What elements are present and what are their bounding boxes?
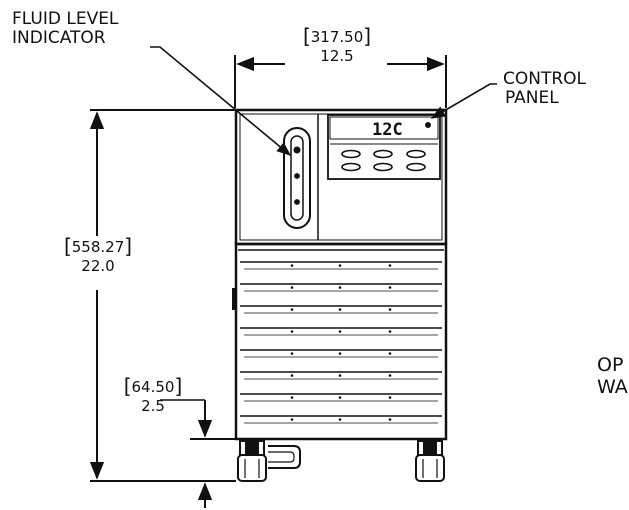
- drain-pipe-inner: [268, 451, 295, 463]
- control-panel-label-line2: PANEL: [505, 88, 559, 108]
- height-mm-value: 558.27: [71, 238, 125, 256]
- control-display-window: [329, 116, 439, 140]
- grille-fastener: [290, 264, 294, 267]
- height-in-value: 22.0: [81, 257, 115, 275]
- fluid-level-label-line1: FLUID LEVEL: [12, 9, 119, 29]
- grille-fastener: [388, 308, 392, 311]
- caster-bolt: [423, 442, 437, 454]
- width-dimension-mm: [317.50]: [302, 24, 372, 48]
- clearance-dimension-label: [64.50] 2.5: [108, 374, 198, 415]
- control-button: [406, 162, 426, 172]
- control-button: [341, 162, 361, 172]
- width-dimension-label: [317.50] 12.5: [287, 24, 387, 65]
- height-dimension-mm: [558.27]: [63, 234, 133, 258]
- caster-bolt: [245, 442, 259, 454]
- control-button: [373, 162, 393, 172]
- fluid-level-indicator-label: FLUID LEVEL INDICATOR: [12, 10, 118, 48]
- fluid-level-mark: [294, 173, 300, 179]
- fluid-sight-glass-outer: [283, 127, 311, 229]
- width-mm-value: 317.50: [310, 28, 364, 46]
- grille-fastener: [388, 330, 392, 333]
- grille-fastener: [290, 418, 294, 421]
- drain-pipe: [268, 445, 301, 469]
- cropped-note-label: OP WA: [597, 354, 628, 398]
- lower-cabinet: [234, 242, 448, 441]
- control-panel-leader: [430, 83, 497, 119]
- clearance-dimension-mm: [64.50]: [123, 374, 183, 398]
- grille-fastener: [338, 374, 342, 377]
- grille-fastener: [338, 418, 342, 421]
- grille-fastener: [290, 352, 294, 355]
- grille-fastener: [388, 286, 392, 289]
- grille-fastener: [338, 286, 342, 289]
- fluid-level-label-line2: INDICATOR: [12, 28, 106, 48]
- grille-fastener: [338, 352, 342, 355]
- control-button: [341, 149, 361, 159]
- grille-fastener: [388, 352, 392, 355]
- display-readout: 12C: [372, 120, 403, 140]
- grille-fastener: [388, 418, 392, 421]
- fluid-level-mark: [293, 146, 301, 154]
- fluid-sight-glass-inner: [290, 135, 304, 221]
- height-dimension-label: [558.27] 22.0: [45, 234, 151, 275]
- fluid-level-mark: [294, 199, 300, 205]
- grille-fastener: [338, 264, 342, 267]
- grille-fastener: [388, 374, 392, 377]
- width-in-value: 12.5: [320, 47, 354, 65]
- control-panel-label: CONTROL PANEL: [503, 70, 586, 108]
- control-panel: [327, 114, 441, 180]
- grille-fastener: [338, 308, 342, 311]
- clearance-in-value: 2.5: [141, 397, 165, 415]
- grille-fastener: [290, 396, 294, 399]
- clearance-mm-value: 64.50: [131, 378, 175, 396]
- caster-wheel-left: [237, 454, 267, 482]
- fluid-level-leader: [150, 46, 292, 156]
- indicator-dot: [425, 122, 431, 128]
- grille-fastener: [388, 396, 392, 399]
- caster-wheel-right: [415, 454, 445, 482]
- grille-fastener: [290, 308, 294, 311]
- grille-fastener: [388, 264, 392, 267]
- side-handle: [232, 288, 236, 310]
- grille-fastener: [290, 374, 294, 377]
- control-button: [406, 149, 426, 159]
- grille-fastener: [290, 330, 294, 333]
- grille-fastener: [290, 286, 294, 289]
- grille-fastener: [338, 330, 342, 333]
- cropped-note-line1: OP: [597, 354, 624, 376]
- upper-cabinet: [234, 108, 448, 246]
- upper-cabinet-inner: [239, 113, 443, 241]
- grille-fastener: [338, 396, 342, 399]
- cropped-note-line2: WA: [597, 376, 628, 398]
- control-button: [373, 149, 393, 159]
- control-panel-label-line1: CONTROL: [503, 69, 587, 89]
